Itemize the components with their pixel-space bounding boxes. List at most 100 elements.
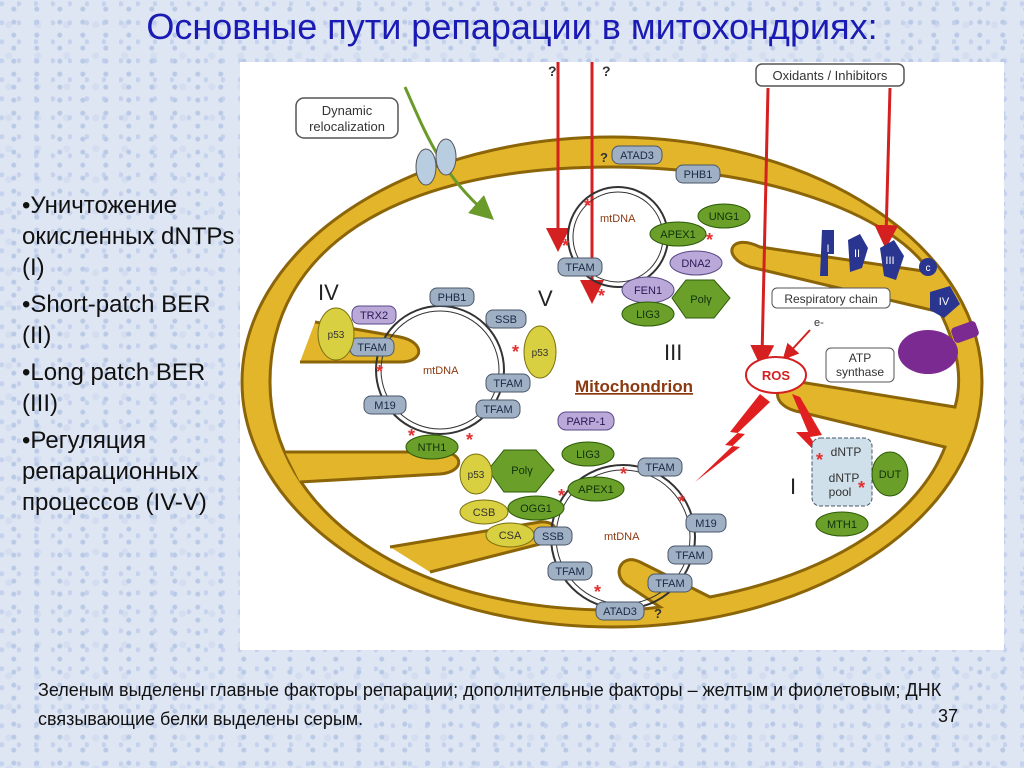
mitochondria-diagram: Dynamic relocalization Oxidants / Inhibi…	[240, 62, 1004, 650]
bullet-list: •Уничтожение окисленных dNTPs (I) •Short…	[22, 190, 237, 524]
oxidant-arrow	[874, 87, 899, 249]
protein-lig3: LIG3	[621, 301, 675, 327]
svg-text:CSB: CSB	[473, 507, 496, 519]
respiratory-chain: I II III c IV	[820, 230, 960, 318]
svg-text:NTH1: NTH1	[418, 442, 447, 454]
complex-III-shape	[880, 240, 904, 280]
complex-label: I	[826, 243, 829, 255]
damage-mark-icon: *	[584, 196, 591, 216]
protein-pol-gamma: Polγ	[671, 279, 731, 319]
complex-II-shape	[848, 234, 868, 272]
protein-trx2: TRX2	[351, 305, 397, 325]
protein-tfam: TFAM	[475, 399, 521, 419]
svg-text:LIG3: LIG3	[576, 449, 600, 461]
dynamic-relocalization-label: Dynamic	[322, 103, 373, 118]
ros-lightning	[792, 394, 830, 467]
protein-fen1: FEN1	[621, 276, 675, 304]
bullet-item: •Уничтожение окисленных dNTPs (I)	[22, 192, 235, 281]
complex-label: c	[926, 263, 931, 274]
damage-mark-icon: *	[858, 478, 865, 498]
protein-lig3: LIG3	[561, 441, 615, 467]
complex-I-shape	[820, 230, 834, 276]
question-mark: ?	[654, 606, 662, 621]
damage-mark-icon: *	[558, 486, 565, 506]
bullet-item: •Long patch BER (III)	[22, 359, 206, 417]
dynamic-relocalization-label: relocalization	[309, 119, 385, 134]
svg-text:Polγ: Polγ	[511, 465, 533, 477]
svg-text:LIG3: LIG3	[636, 309, 660, 321]
damage-mark-icon: *	[466, 430, 473, 450]
relocalization-arrow	[403, 86, 494, 220]
oxidants-label: Oxidants / Inhibitors	[773, 68, 888, 83]
protein-ssb: SSB	[485, 309, 527, 329]
complex-label: II	[854, 248, 860, 260]
protein-ung1: UNG1	[697, 203, 751, 229]
protein-phb1: PHB1	[675, 164, 721, 184]
protein-p53: p53	[523, 325, 557, 379]
atp-synthase-shape	[898, 330, 958, 374]
protein-apex1: APEX1	[649, 221, 707, 247]
dntp-pool-label: pool	[829, 485, 852, 499]
mtdna-label: mtDNA	[600, 213, 636, 225]
atp-synthase-stalk	[951, 321, 979, 343]
svg-text:TFAM: TFAM	[483, 404, 512, 416]
pore-protein	[415, 148, 437, 186]
protein-apex1: APEX1	[567, 476, 625, 502]
svg-text:UNG1: UNG1	[709, 211, 740, 223]
damage-mark-icon: *	[562, 236, 569, 256]
electron-label: e-	[814, 317, 824, 329]
cytochrome-c-shape	[919, 258, 937, 276]
protein-dna2: DNA2	[669, 250, 723, 276]
pore-protein	[435, 138, 457, 176]
dynamic-relocalization-box	[295, 97, 399, 139]
respiratory-chain-box	[771, 287, 891, 309]
svg-text:TFAM: TFAM	[493, 378, 522, 390]
protein-p53: p53	[459, 453, 493, 495]
question-mark: ?	[602, 63, 611, 79]
protein-tfam: TFAM	[667, 545, 713, 565]
damage-mark-icon: *	[598, 286, 605, 306]
svg-text:PARP-1: PARP-1	[567, 416, 606, 428]
damage-mark-icon: *	[706, 230, 713, 250]
damage-mark-icon: *	[620, 464, 627, 484]
svg-text:ATAD3: ATAD3	[620, 150, 654, 162]
svg-text:p53: p53	[468, 470, 485, 481]
svg-text:TFAM: TFAM	[357, 342, 386, 354]
pathway-label-I: I	[790, 474, 796, 499]
atp-synthase-box	[825, 347, 895, 383]
svg-text:MTH1: MTH1	[827, 519, 857, 531]
damage-mark-icon: *	[678, 492, 685, 512]
pathway-label-IV: IV	[318, 280, 339, 305]
protein-csa: CSA	[485, 522, 535, 548]
protein-mth1: MTH1	[815, 511, 869, 537]
svg-text:p53: p53	[328, 330, 345, 341]
complex-IV-shape	[930, 286, 960, 318]
svg-text:M19: M19	[695, 518, 716, 530]
svg-text:TFAM: TFAM	[675, 550, 704, 562]
protein-pol-gamma: Polγ	[487, 449, 555, 493]
protein-tfam: TFAM	[485, 373, 531, 393]
caption: Зеленым выделены главные факторы репарац…	[38, 680, 942, 729]
dntp-pool-label: dNTP	[829, 471, 860, 485]
svg-text:TFAM: TFAM	[655, 578, 684, 590]
damage-mark-icon: *	[408, 426, 415, 446]
atp-synthase-label: ATP	[849, 351, 871, 365]
slide-title: Основные пути репарации в митохондриях:	[146, 6, 878, 47]
svg-text:SSB: SSB	[542, 531, 564, 543]
svg-text:p53: p53	[532, 348, 549, 359]
oxidant-arrow	[750, 87, 775, 369]
svg-text:SSB: SSB	[495, 314, 517, 326]
svg-text:M19: M19	[374, 400, 395, 412]
complex-label: IV	[939, 296, 950, 308]
svg-text:CSA: CSA	[499, 530, 522, 542]
protein-m19: M19	[363, 395, 407, 415]
protein-tfam: TFAM	[637, 457, 683, 477]
svg-text:OGG1: OGG1	[520, 503, 552, 515]
mitochondrion-label: Mitochondrion	[575, 377, 693, 396]
damage-mark-icon: *	[512, 342, 519, 362]
protein-ssb: SSB	[533, 526, 573, 546]
svg-text:DUT: DUT	[879, 469, 902, 481]
mtdna-label: mtDNA	[604, 531, 640, 543]
svg-text:APEX1: APEX1	[660, 229, 695, 241]
svg-text:APEX1: APEX1	[578, 484, 613, 496]
